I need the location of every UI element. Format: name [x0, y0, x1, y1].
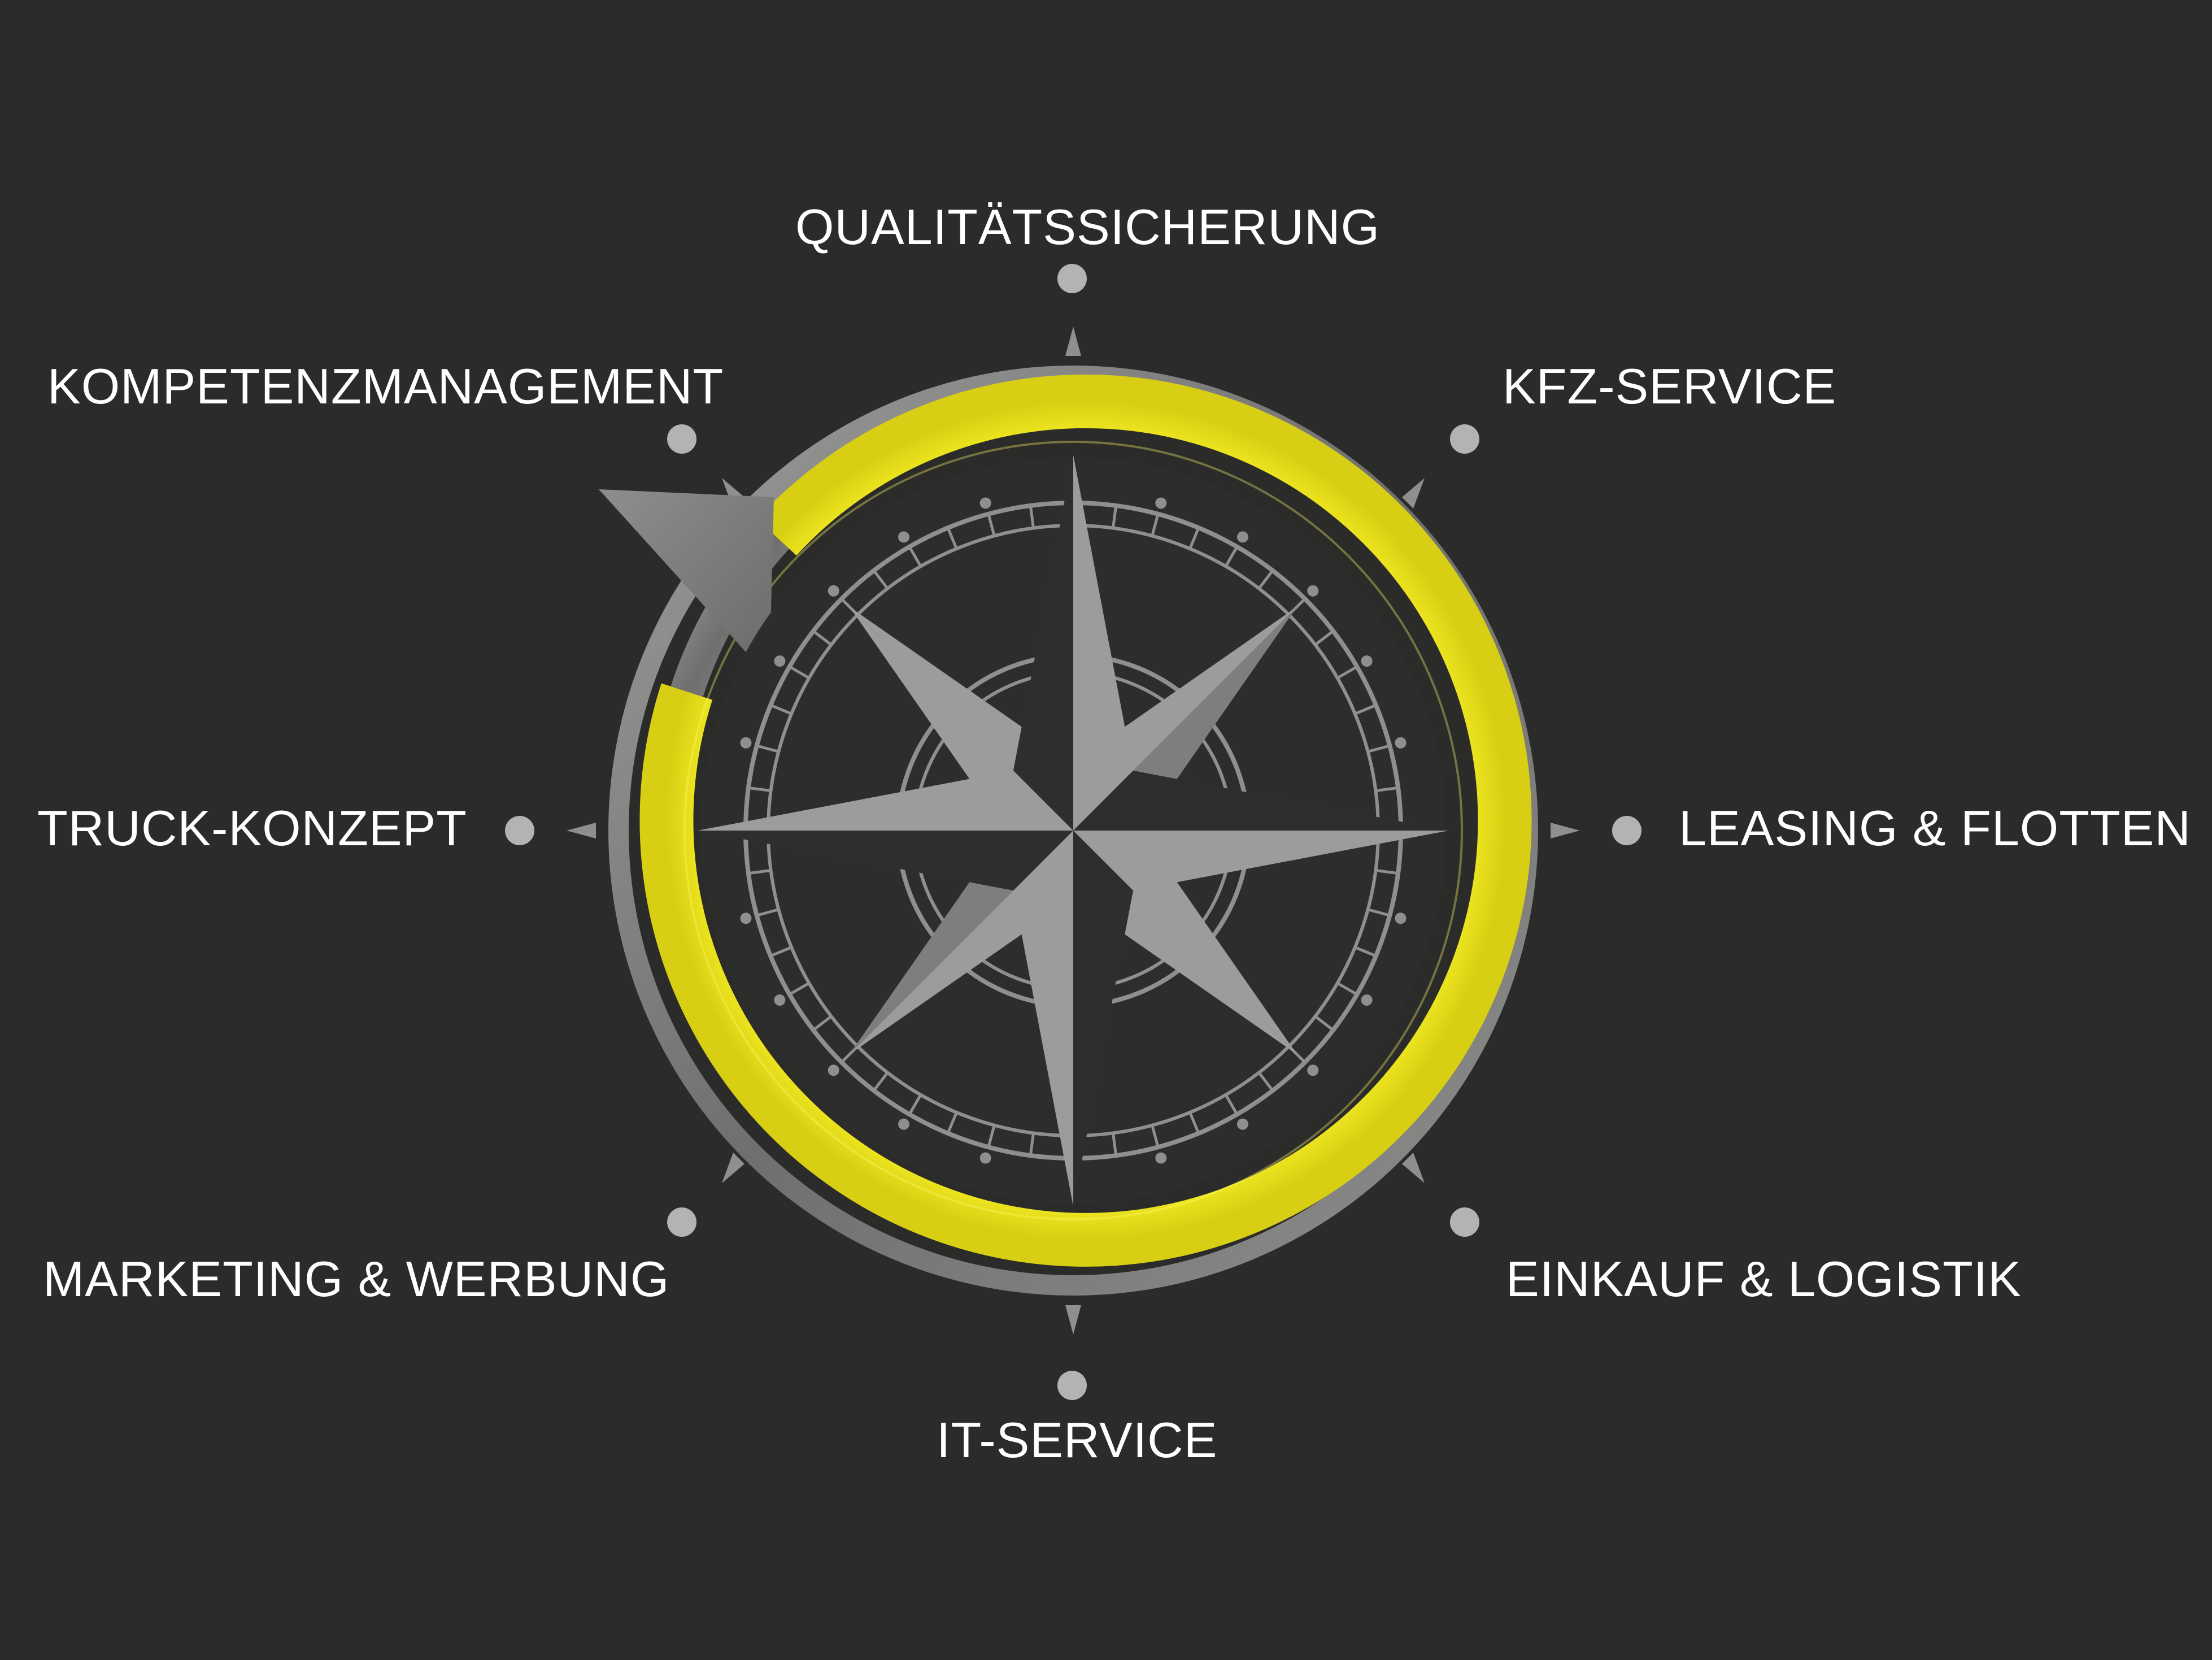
label-kfz-service: KFZ-SERVICE — [1503, 358, 1837, 414]
rose-cardinal-point — [1013, 831, 1073, 1206]
rose-diagonal-point — [1073, 607, 1297, 831]
marker-dot — [505, 816, 534, 845]
circular-arrow-icon — [599, 489, 790, 697]
label-it-service: IT-SERVICE — [937, 1412, 1218, 1468]
rose-cardinal-point — [698, 831, 1073, 891]
rose-cardinal-point — [1073, 831, 1449, 891]
label-qualitaetssicherung: QUALITÄTSSICHERUNG — [795, 199, 1381, 255]
dial-ticks — [746, 503, 1401, 1158]
rose-cardinal-point — [1073, 770, 1449, 831]
label-kompetenzmanagement: KOMPETENZMANAGEMENT — [47, 358, 724, 414]
marker-dot — [1612, 816, 1641, 845]
yellow-ring-highlight — [683, 441, 1463, 1220]
label-leasing-flotten: LEASING & FLOTTEN — [1679, 800, 2191, 856]
rose-diagonal-point — [1073, 831, 1297, 1054]
marker-dot — [1057, 264, 1087, 293]
yellow-cycle-ring — [639, 374, 1532, 1267]
rose-cardinal-point — [1073, 831, 1134, 1206]
marker-dot — [667, 1207, 697, 1237]
label-truck-konzept: TRUCK-KONZEPT — [37, 800, 467, 856]
marker-dot — [1449, 1207, 1479, 1237]
marker-dot — [1057, 1371, 1087, 1400]
marker-dot — [1449, 424, 1479, 454]
label-einkauf-logistik: EINKAUF & LOGISTIK — [1506, 1251, 2022, 1307]
label-marketing-werbung: MARKETING & WERBUNG — [43, 1251, 670, 1307]
marker-dots — [505, 264, 1641, 1400]
marker-dot — [667, 424, 697, 454]
rose-cardinal-point — [1013, 455, 1073, 831]
compass-rose-icon — [698, 455, 1449, 1206]
rose-cardinal-point — [1073, 455, 1134, 831]
outer-pointers — [567, 327, 1580, 1335]
rose-cardinal-point — [698, 770, 1073, 831]
